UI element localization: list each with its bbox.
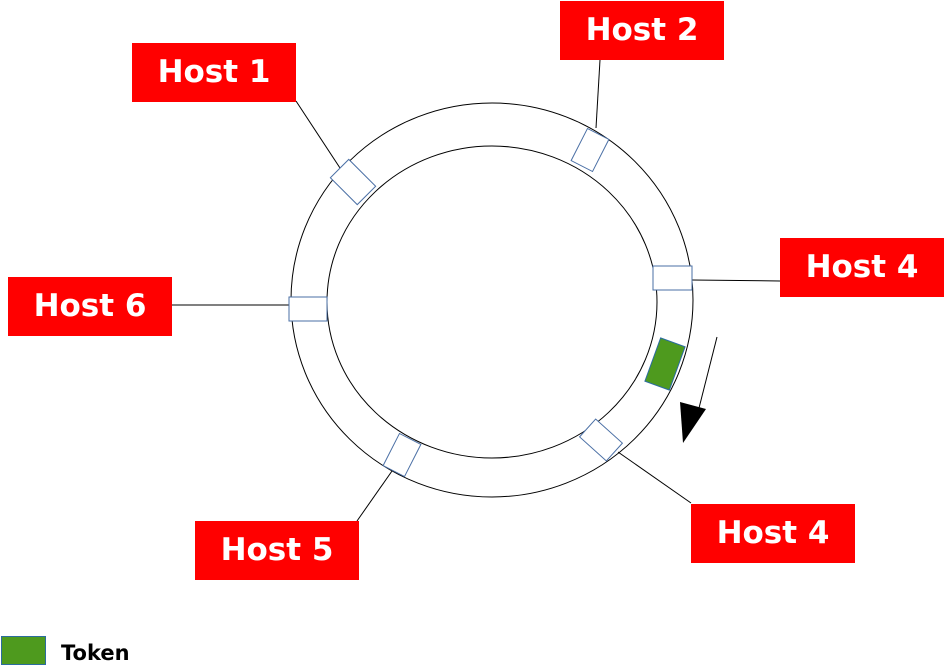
station-host-1 [329, 158, 377, 206]
direction-arrow-head [680, 402, 706, 443]
connector-host-4-bottom [617, 451, 692, 504]
connector-host-2 [595, 59, 601, 129]
host-label-1: Host 1 [132, 43, 296, 102]
host-label-4-right: Host 4 [780, 238, 944, 297]
connector-host-4-right [691, 279, 781, 282]
ring-inner [326, 145, 658, 459]
host-label-2: Host 2 [560, 1, 724, 60]
legend-token-label: Token [61, 641, 130, 665]
host-label-4-bottom: Host 4 [691, 504, 855, 563]
station-host-5 [382, 432, 422, 478]
station-host-6 [288, 296, 328, 322]
host-label-6: Host 6 [8, 277, 172, 336]
station-host-2 [570, 127, 610, 173]
token [644, 337, 686, 391]
station-host-4-bottom [578, 418, 624, 462]
legend-token-swatch [1, 636, 46, 665]
host-label-5: Host 5 [195, 521, 359, 580]
connector-host-5 [356, 470, 393, 522]
direction-arrow-shaft [697, 336, 718, 413]
connector-host-1 [295, 100, 341, 169]
station-host-4-right [652, 265, 693, 291]
